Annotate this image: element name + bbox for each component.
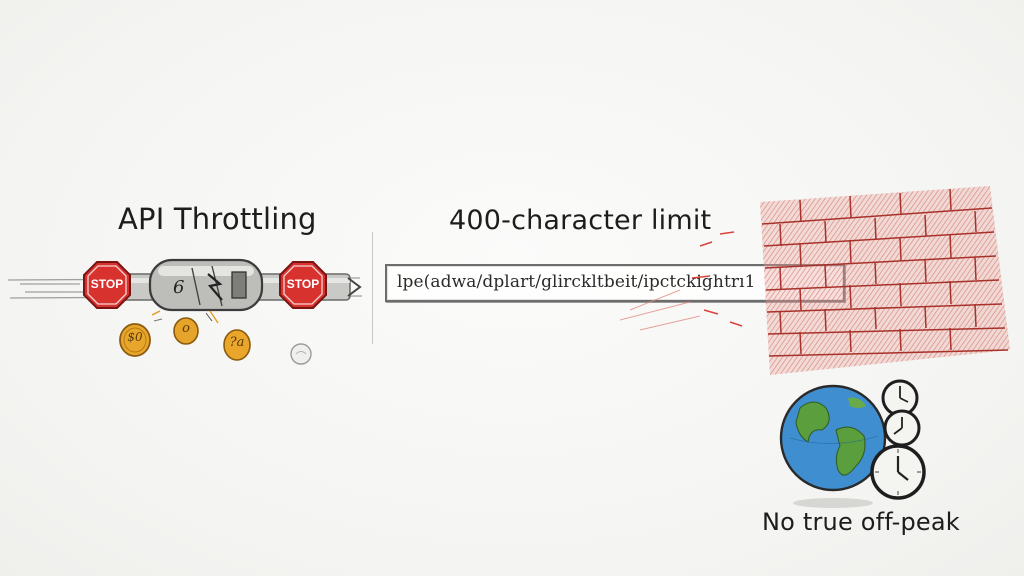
coin-icon [119,323,151,357]
api-throttling-label: API Throttling [118,202,317,236]
character-limit-label: 400-character limit [449,205,712,236]
svg-text:6: 6 [173,277,184,298]
coin-icon [290,343,312,365]
coin-icon [223,329,251,361]
brick-wall-icon [619,186,1010,375]
stop-sign-label: STOP [90,277,124,291]
coin-label: $0 [127,330,143,344]
coin-label: ?a [229,335,245,350]
stop-sign-icon [83,261,131,309]
stop-sign-icon [279,261,327,309]
motion-marks [151,310,219,324]
off-peak-label: No true off-peak [762,508,960,536]
clock-icon [870,444,926,500]
coin-label: o [182,321,190,336]
coin-icon [173,317,199,345]
globe-icon [779,384,887,508]
url-text: lpe(adwa/dplart/glirckltbeit/ipctckightr… [397,272,756,292]
stop-sign-label: STOP [286,277,320,291]
throttle-pipe: 6 [7,258,363,312]
section-divider [372,232,373,344]
